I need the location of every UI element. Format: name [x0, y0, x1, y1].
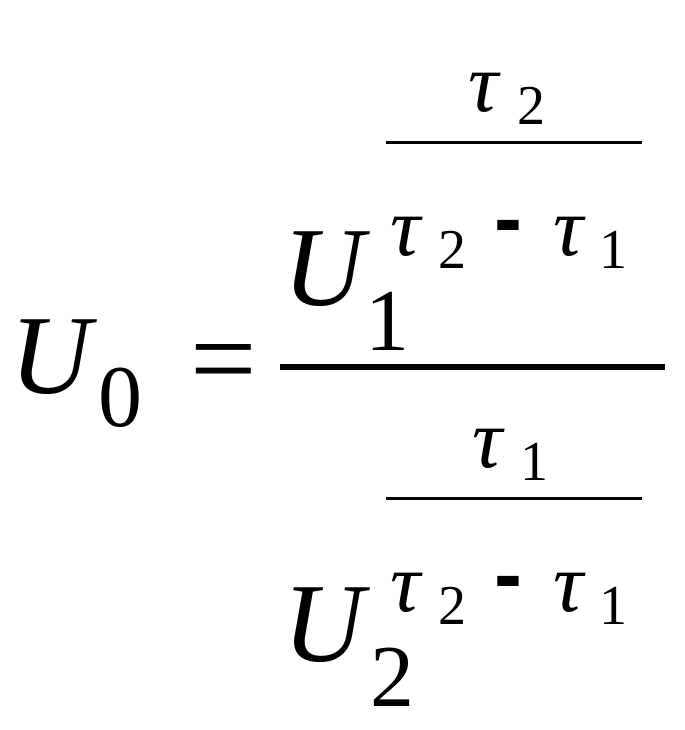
- numerator-exp-top-subscript: 2: [517, 75, 545, 137]
- numerator-exp-minus-sign: -: [494, 171, 522, 265]
- lhs-subscript: 0: [98, 349, 142, 446]
- denominator-exp-bottom-tau-a: τ: [390, 537, 421, 630]
- denominator-subscript: 2: [370, 629, 414, 726]
- numerator-exp-bottom-subscript-a: 2: [438, 219, 466, 281]
- numerator-exp-bottom-tau-b: τ: [553, 181, 584, 274]
- numerator-exp-top-tau: τ: [468, 37, 499, 130]
- numerator-subscript: 1: [365, 273, 409, 370]
- numerator-exp-bottom-subscript-b: 1: [599, 219, 627, 281]
- numerator-variable-u: U: [283, 206, 364, 330]
- equals-sign: =: [190, 293, 257, 424]
- denominator-exp-minus-sign: -: [494, 527, 522, 621]
- denominator-exp-bottom-subscript-a: 2: [438, 575, 466, 637]
- denominator-exp-bottom-tau-b: τ: [553, 537, 584, 630]
- numerator-exp-bottom-tau-a: τ: [390, 181, 421, 274]
- main-fraction-bar: [280, 364, 665, 370]
- lhs-variable-u: U: [10, 294, 91, 418]
- denominator-exp-top-subscript: 1: [520, 431, 548, 493]
- denominator-exp-top-tau: τ: [472, 393, 503, 486]
- denominator-variable-u: U: [283, 562, 364, 686]
- denominator-exp-fraction-bar: [386, 497, 642, 500]
- denominator-exp-bottom-subscript-b: 1: [599, 575, 627, 637]
- numerator-exp-fraction-bar: [386, 141, 642, 144]
